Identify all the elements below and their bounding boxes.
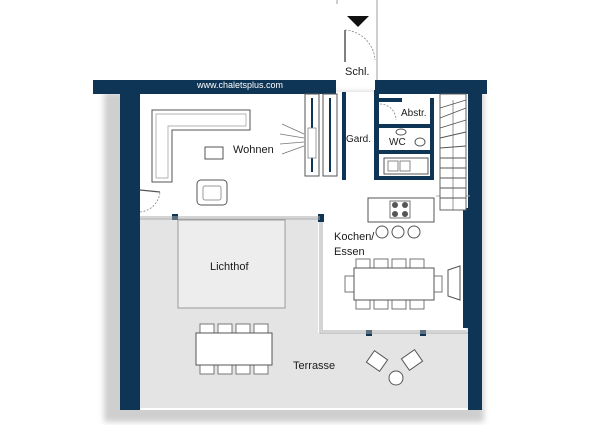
room-label-kochen: Kochen/ [334, 231, 375, 243]
bar-stools [375, 225, 421, 239]
room-label-wc: WC [389, 137, 406, 148]
entrance-door [344, 29, 376, 62]
window-bench [447, 265, 461, 301]
glass-partition [140, 195, 470, 334]
terrace-table [195, 323, 273, 375]
wardrobe [304, 93, 338, 177]
room-label-gard: Gard. [346, 134, 372, 145]
dining-table [344, 258, 443, 310]
staircase [439, 93, 467, 211]
entrance-corridor [336, 0, 378, 80]
terrace-area [140, 218, 472, 408]
walls [93, 80, 487, 410]
armchair [196, 179, 228, 206]
wc-fixtures [395, 128, 426, 147]
room-label-schl: Schl. [345, 66, 370, 78]
room-label-terrasse: Terrasse [293, 360, 336, 372]
room-label-lichthof: Lichthof [210, 261, 249, 273]
fireplace-rays [279, 123, 305, 155]
coffee-table [204, 146, 224, 160]
lichthof-area [177, 219, 286, 309]
website-url: www.chaletsplus.com [196, 80, 284, 90]
kitchen-island [367, 197, 435, 223]
room-label-abstr: Abstr. [401, 108, 427, 119]
kitchen-sink [383, 157, 429, 175]
living-door [139, 189, 161, 213]
room-label-essen: Essen [334, 246, 365, 258]
abstr-door [379, 103, 397, 121]
sofa [151, 109, 251, 183]
room-label-wohnen: Wohnen [233, 144, 274, 156]
entrance-arrow-icon [347, 16, 369, 27]
lounge-chairs [365, 348, 424, 386]
